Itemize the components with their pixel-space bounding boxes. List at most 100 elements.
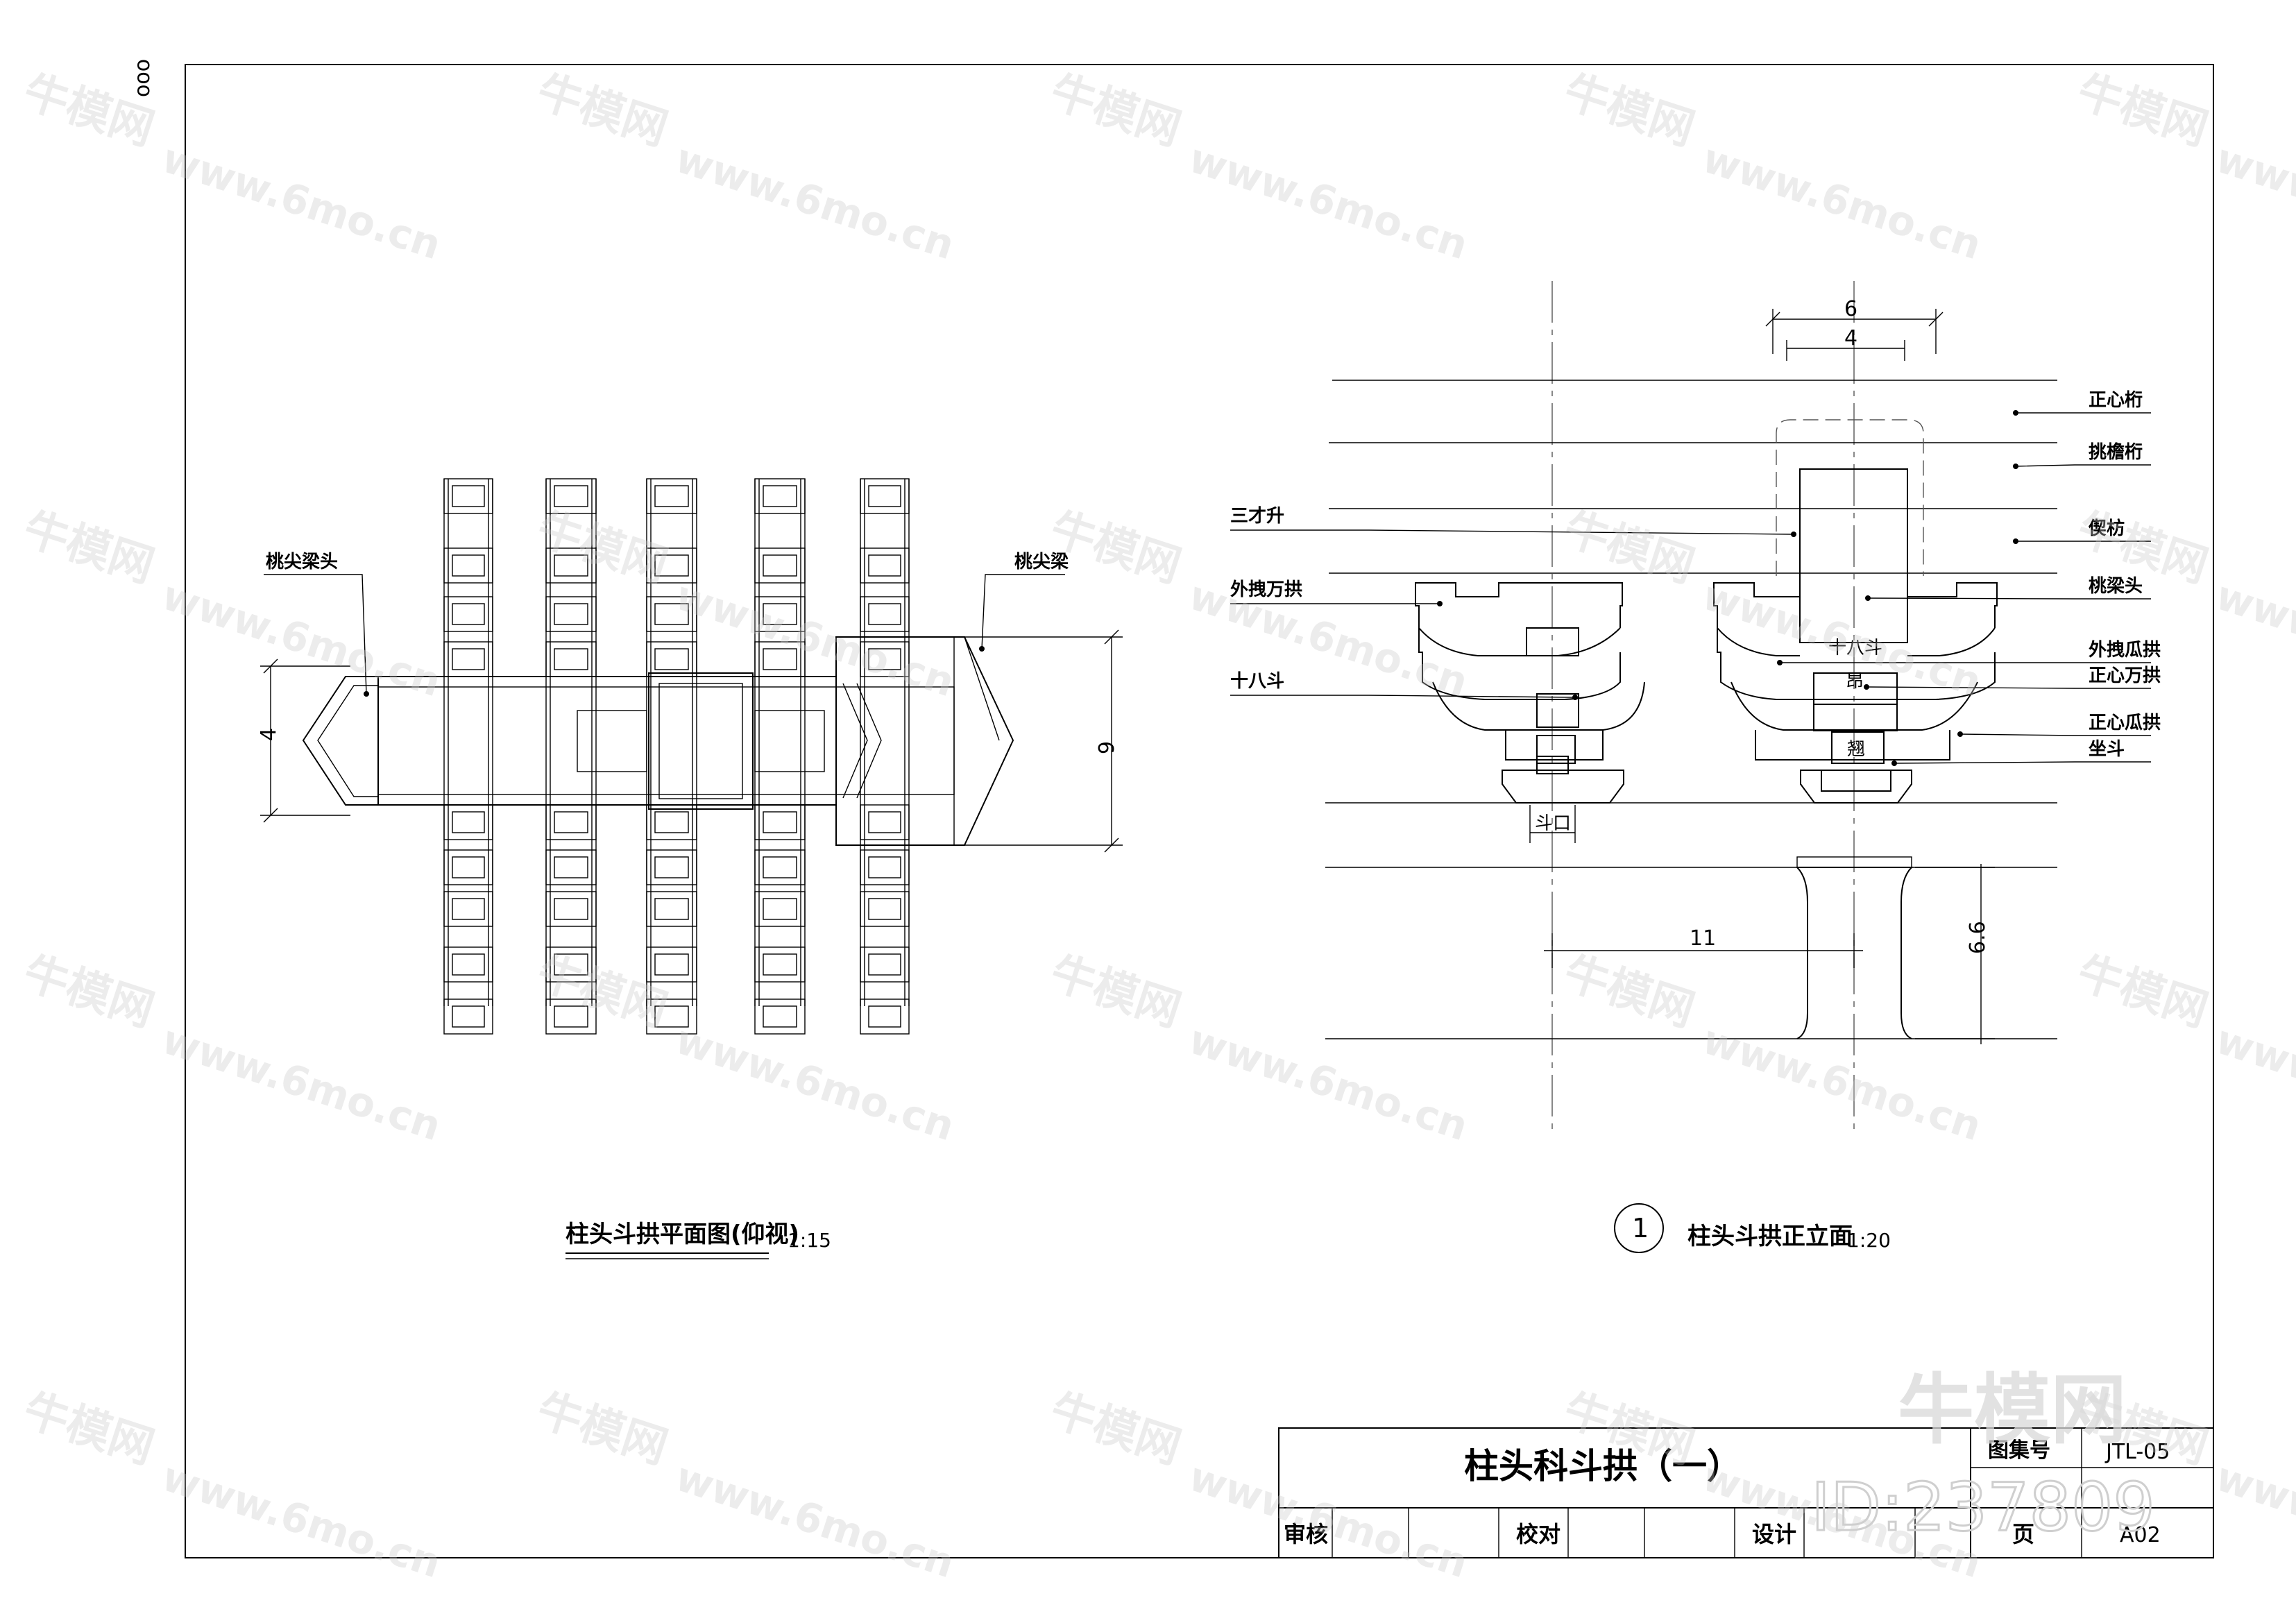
sheet-border [185, 64, 2214, 1558]
plan-block [860, 999, 910, 1035]
elevation-column [1796, 867, 1914, 1039]
check-label: 校对 [1516, 1521, 1561, 1547]
svg-text:www.6mo.cn: www.6mo.cn [2211, 1453, 2296, 1588]
plan-view: 4 6 桃尖梁头 桃尖梁 柱头斗拱平面图(仰视) 1:15 [257, 478, 1123, 1259]
svg-text:牛模网: 牛模网 [17, 947, 160, 1037]
plan-block [646, 641, 697, 677]
elevation-label-left: 外拽万拱 [1230, 579, 1302, 600]
svg-text:www.6mo.cn: www.6mo.cn [157, 572, 447, 706]
corner-mark: ooo [130, 59, 155, 97]
plan-block [545, 478, 597, 514]
plan-block [754, 547, 806, 584]
plan-block [860, 547, 910, 584]
label-wing: 翘 [1847, 739, 1865, 760]
svg-text:牛模网: 牛模网 [2071, 947, 2213, 1037]
elevation-label-right: 桃梁头 [2089, 576, 2143, 597]
elevation-label-right: 正心桁 [2089, 390, 2143, 411]
drawing-title: 柱头科斗拱（一） [1464, 1446, 1742, 1486]
elevation-scale: 1:20 [1847, 1229, 1891, 1252]
watermark-brand: 牛模网 [1898, 1366, 2127, 1454]
elevation-label-right: 正心瓜拱 [2089, 713, 2161, 733]
plan-block [754, 849, 806, 885]
plan-block [443, 849, 493, 885]
plan-block [860, 596, 910, 632]
svg-text:www.6mo.cn: www.6mo.cn [157, 135, 447, 269]
title-block: 柱头科斗拱（一） 图集号 JTL-05 审核 校对 设计 页 A02 [1278, 1427, 2214, 1558]
elevation-label-right: 坐斗 [2089, 739, 2125, 760]
svg-text:www.6mo.cn: www.6mo.cn [670, 572, 960, 706]
svg-text:www.6mo.cn: www.6mo.cn [1184, 135, 1474, 269]
plan-block [545, 849, 597, 885]
plan-block [860, 891, 910, 927]
svg-text:www.6mo.cn: www.6mo.cn [2211, 1016, 2296, 1150]
svg-text:牛模网: 牛模网 [2071, 66, 2213, 156]
svg-text:牛模网: 牛模网 [1558, 66, 1700, 156]
svg-text:牛模网: 牛模网 [1558, 503, 1700, 593]
bracket-right [1713, 582, 1998, 804]
label-dou-kou: 斗口 [1535, 813, 1571, 834]
dim-span: 11 [1690, 926, 1716, 951]
svg-text:牛模网: 牛模网 [1044, 1384, 1187, 1475]
plan-block [545, 999, 597, 1035]
set-value: JTL-05 [2104, 1440, 2170, 1464]
design-label: 设计 [1752, 1521, 1796, 1547]
plan-block [545, 596, 597, 632]
svg-text:牛模网: 牛模网 [531, 66, 673, 156]
plan-block [646, 478, 697, 514]
plan-dim-right: 6 [1093, 741, 1117, 754]
svg-text:www.6mo.cn: www.6mo.cn [670, 135, 960, 269]
elevation-label-left: 十八斗 [1230, 671, 1284, 692]
plan-callout-right: 桃尖梁 [1014, 552, 1069, 572]
plan-block [646, 596, 697, 632]
plan-block [754, 804, 806, 840]
plan-block [860, 641, 910, 677]
dim-top-inner: 4 [1844, 326, 1857, 350]
svg-text:牛模网: 牛模网 [1044, 66, 1187, 156]
plan-block [443, 478, 493, 514]
dim-top-outer: 6 [1844, 297, 1857, 321]
elevation-label-right: 挑檐桁 [2089, 441, 2143, 463]
plan-block [754, 478, 806, 514]
elevation-label-right: 偰枋 [2088, 518, 2125, 539]
plan-block [443, 641, 493, 677]
elevation-label-left: 三才升 [1230, 506, 1284, 527]
plan-block [443, 999, 493, 1035]
plan-title: 柱头斗拱平面图(仰视) [566, 1221, 799, 1248]
elevation-index: 1 [1632, 1213, 1649, 1243]
watermark-id: ID:237809 [1811, 1470, 2155, 1546]
plan-block [545, 641, 597, 677]
plan-block [754, 596, 806, 632]
label-eighteen-inner: 十八斗 [1828, 638, 1882, 658]
plan-block [443, 946, 493, 983]
plan-block [860, 804, 910, 840]
svg-text:牛模网: 牛模网 [1044, 947, 1187, 1037]
plan-beam-right-head [835, 636, 1014, 846]
plan-callout-left: 桃尖梁头 [266, 552, 338, 572]
plan-block [646, 547, 697, 584]
plan-scale: 1:15 [788, 1229, 831, 1252]
svg-text:www.6mo.cn: www.6mo.cn [670, 1453, 960, 1588]
elevation-title: 柱头斗拱正立面 [1687, 1223, 1853, 1250]
plan-block [443, 596, 493, 632]
svg-text:www.6mo.cn: www.6mo.cn [1184, 1016, 1474, 1150]
svg-text:www.6mo.cn: www.6mo.cn [1697, 1016, 1987, 1150]
svg-text:牛模网: 牛模网 [17, 503, 160, 593]
plan-block [545, 891, 597, 927]
plan-block [443, 804, 493, 840]
svg-text:www.6mo.cn: www.6mo.cn [2211, 572, 2296, 706]
dim-column: 6.6 [1966, 921, 1990, 954]
elevation-label-right: 正心万拱 [2089, 665, 2161, 686]
plan-block [860, 946, 910, 983]
plan-block [646, 804, 697, 840]
plan-block [646, 849, 697, 885]
elevation-label-right: 外拽瓜拱 [2089, 640, 2161, 661]
elevation-index-circle [1614, 1203, 1664, 1253]
plan-block [545, 946, 597, 983]
plan-block [646, 946, 697, 983]
plan-block [545, 804, 597, 840]
svg-text:牛模网: 牛模网 [17, 1384, 160, 1475]
plan-block [754, 946, 806, 983]
bracket-left [1415, 582, 1645, 804]
